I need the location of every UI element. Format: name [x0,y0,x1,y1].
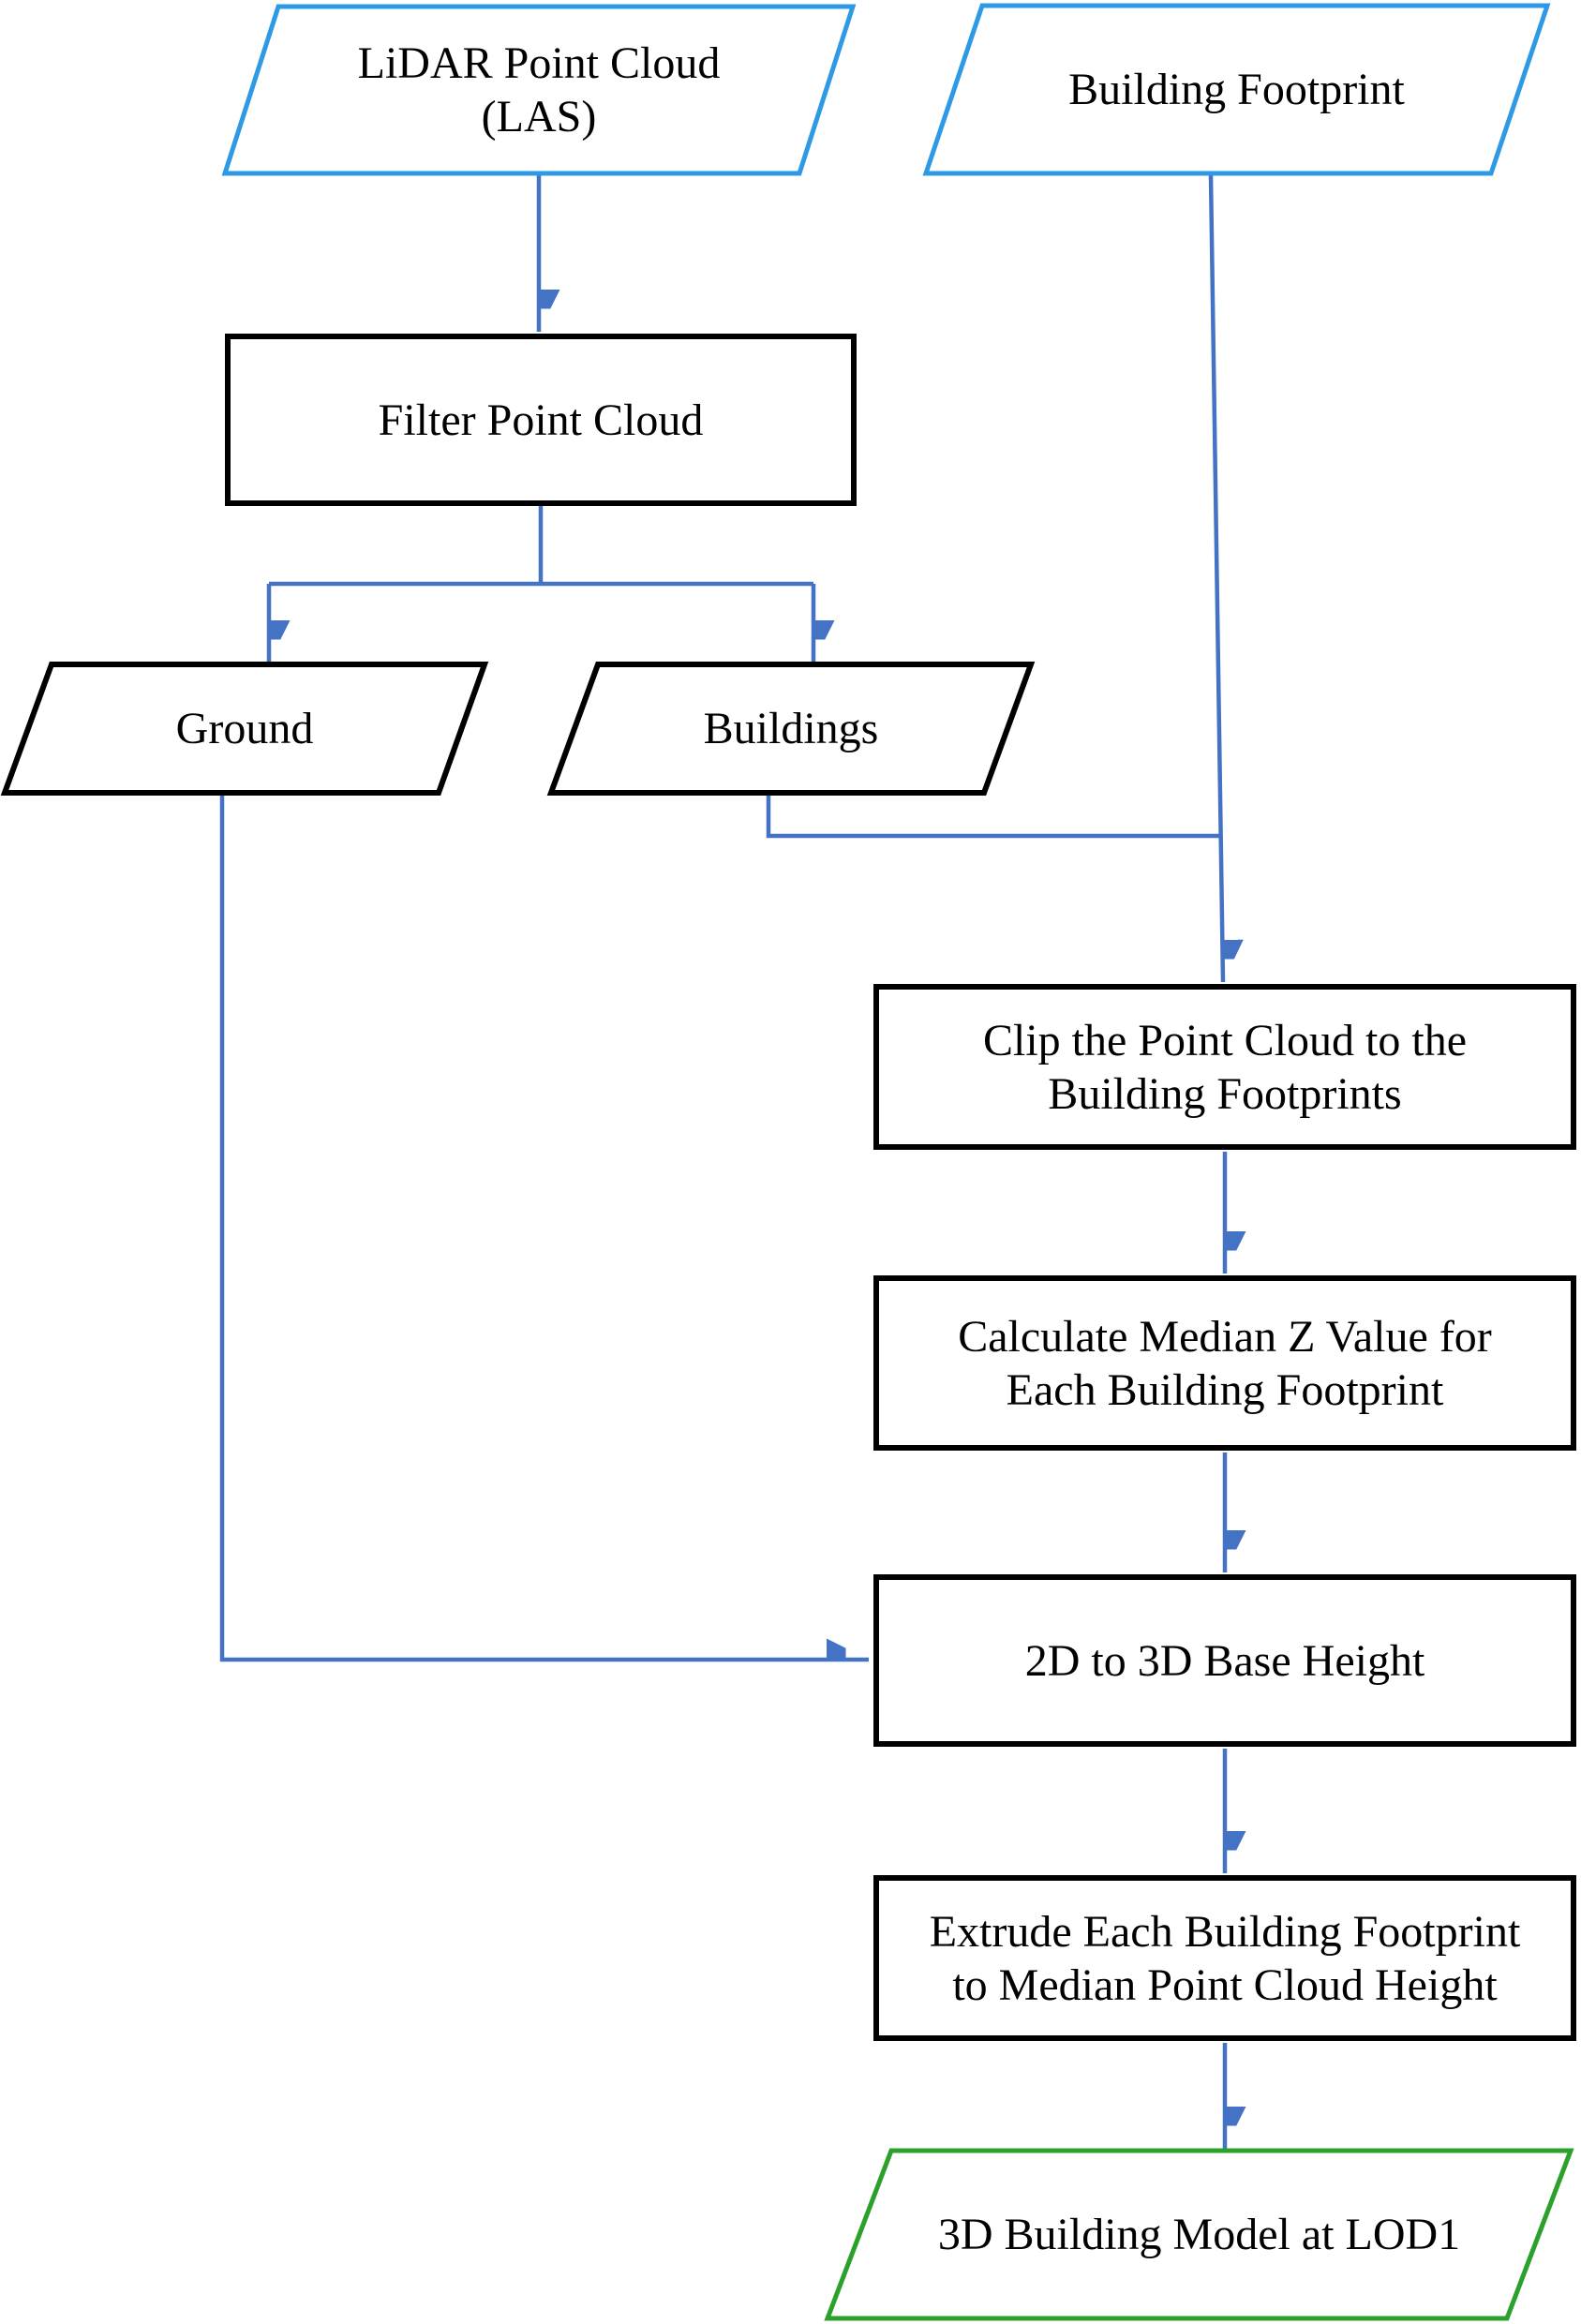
filter-point-cloud-box: Filter Point Cloud [225,334,857,506]
filter-point-cloud-label: Filter Point Cloud [378,395,704,445]
calculate-median-z-box: Calculate Median Z Value for Each Buildi… [873,1275,1576,1451]
lidar-point-cloud-shape [221,4,857,176]
clip-point-cloud-box: Clip the Point Cloud to the Building Foo… [873,984,1576,1150]
buildings-shape [546,662,1036,796]
arrow-footprint-to-clip [1208,174,1223,983]
connector-buildings-to-mainline [766,795,1220,839]
base-height-label: 2D to 3D Base Height [1024,1635,1425,1686]
ground-shape [0,662,489,796]
arrow-ground-to-baseheight [219,795,869,1662]
extrude-footprint-label: Extrude Each Building Footprint to Media… [929,1906,1521,2010]
calculate-median-z-label: Calculate Median Z Value for Each Buildi… [958,1311,1492,1415]
base-height-box: 2D to 3D Base Height [873,1574,1576,1747]
building-footprint-shape [922,3,1551,176]
lod1-model-shape [824,2148,1574,2321]
clip-point-cloud-label: Clip the Point Cloud to the Building Foo… [982,1015,1468,1119]
extrude-footprint-box: Extrude Each Building Footprint to Media… [873,1875,1576,2041]
